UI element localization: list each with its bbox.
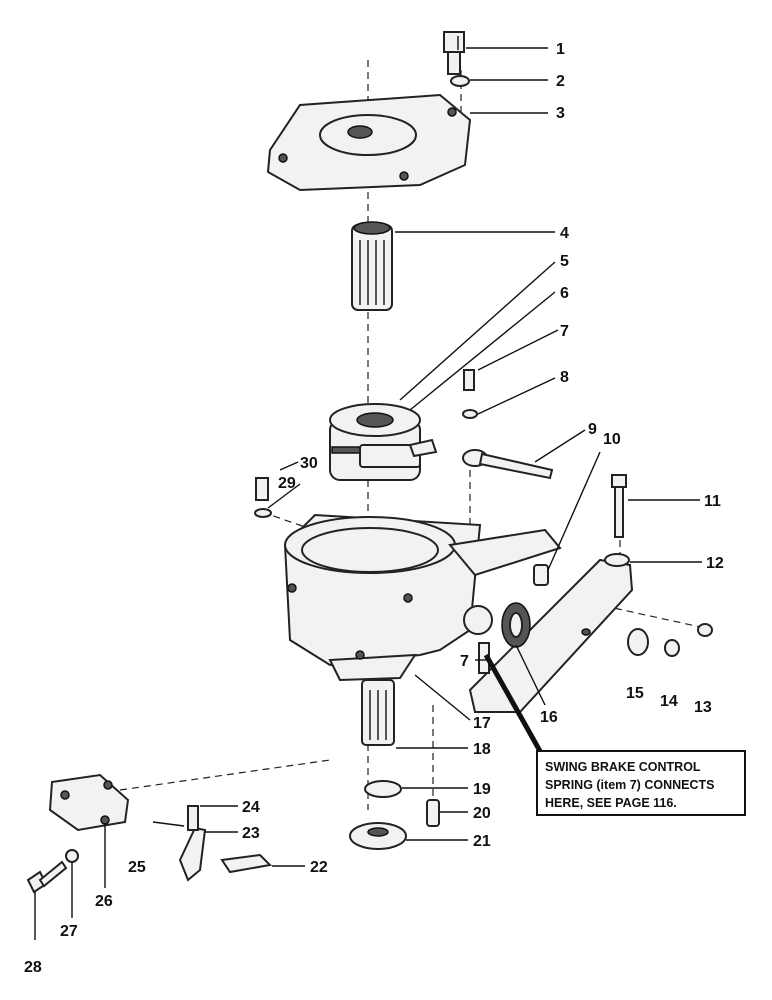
note-box: SWING BRAKE CONTROL SPRING (item 7) CONN… bbox=[536, 750, 746, 816]
callout-5: 5 bbox=[560, 253, 569, 270]
callout-29: 29 bbox=[278, 475, 296, 492]
callout-30: 30 bbox=[300, 455, 318, 472]
callout-20: 20 bbox=[473, 805, 491, 822]
cotter-pin-part-25 bbox=[152, 821, 185, 827]
note-leader-line bbox=[483, 653, 548, 762]
leader-lines bbox=[34, 47, 702, 940]
callout-11: 11 bbox=[704, 493, 721, 510]
screw-part-30 bbox=[255, 477, 269, 501]
pin-part-7 bbox=[463, 369, 475, 391]
washer-part-27 bbox=[65, 849, 79, 863]
callout-27: 27 bbox=[60, 923, 78, 940]
note-line-3: HERE, SEE PAGE 116. bbox=[545, 796, 677, 810]
brake-assembly-part-5-6 bbox=[329, 403, 438, 481]
washer-part-2 bbox=[450, 75, 470, 87]
callout-9: 9 bbox=[588, 421, 597, 438]
nut-part-15 bbox=[627, 628, 649, 656]
callout-21: 21 bbox=[473, 833, 491, 850]
bracket-part-26 bbox=[48, 773, 130, 832]
callout-10: 10 bbox=[603, 431, 621, 448]
callout-24: 24 bbox=[242, 799, 260, 816]
callout-7: 7 bbox=[560, 323, 569, 340]
pin-part-20 bbox=[426, 799, 440, 827]
washer-part-29 bbox=[254, 508, 272, 518]
splined-sleeve-part-4 bbox=[351, 221, 393, 311]
alignment-line-26 bbox=[119, 759, 331, 791]
callout-26: 26 bbox=[95, 893, 113, 910]
callout-6: 6 bbox=[560, 285, 569, 302]
callout-16: 16 bbox=[540, 709, 558, 726]
callout-25: 25 bbox=[128, 859, 146, 876]
bearing-part-16 bbox=[501, 602, 531, 648]
callout-labels: 1 2 3 4 5 6 7 8 9 10 11 12 13 14 15 16 7… bbox=[24, 41, 724, 976]
note-line-1: SWING BRAKE CONTROL bbox=[545, 760, 701, 774]
seal-part-21 bbox=[349, 822, 407, 850]
main-housing bbox=[283, 513, 562, 682]
bolt-part-28 bbox=[26, 860, 68, 894]
callout-1: 1 bbox=[556, 41, 565, 58]
callout-3: 3 bbox=[556, 105, 565, 122]
top-plate-part-3 bbox=[266, 93, 472, 192]
bracket-part-23 bbox=[178, 805, 207, 882]
bolt-part-11 bbox=[611, 474, 627, 538]
washer-part-13 bbox=[697, 623, 713, 637]
callout-17: 17 bbox=[473, 715, 491, 732]
bolt-part-1 bbox=[443, 31, 465, 75]
callout-28: 28 bbox=[24, 959, 42, 976]
callout-23: 23 bbox=[242, 825, 260, 842]
callout-22: 22 bbox=[310, 859, 328, 876]
callout-8: 8 bbox=[560, 369, 569, 386]
callout-14: 14 bbox=[660, 693, 678, 710]
callout-7-lower: 7 bbox=[460, 653, 469, 670]
callout-12: 12 bbox=[706, 555, 724, 572]
lever-arm-part-12 bbox=[468, 553, 634, 713]
callout-13: 13 bbox=[694, 699, 712, 716]
callout-2: 2 bbox=[556, 73, 565, 90]
spacer-part-10 bbox=[533, 564, 549, 586]
note-line-2: SPRING (item 7) CONNECTS bbox=[545, 778, 714, 792]
callout-15: 15 bbox=[626, 685, 644, 702]
rod-end-part-9 bbox=[462, 449, 554, 480]
ring-part-19 bbox=[364, 780, 402, 798]
callout-18: 18 bbox=[473, 741, 491, 758]
callout-19: 19 bbox=[473, 781, 491, 798]
callout-4: 4 bbox=[560, 225, 569, 242]
nut-part-14 bbox=[664, 639, 680, 657]
washer-part-8 bbox=[462, 409, 478, 419]
clevis-part-22 bbox=[220, 853, 273, 874]
splined-shaft-part-18 bbox=[361, 679, 395, 746]
